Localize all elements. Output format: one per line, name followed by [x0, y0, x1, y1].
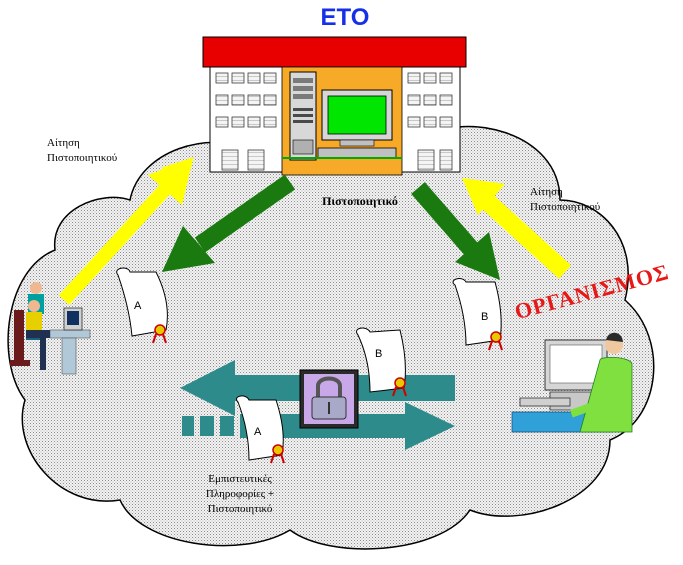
- eto-building: [202, 36, 467, 176]
- cloud-network: [7, 113, 655, 550]
- certificate-scroll-right: [452, 278, 503, 351]
- users-at-computer-icon: [10, 282, 91, 375]
- padlock-icon: [299, 369, 359, 429]
- certificate-label: Πιστοποιητικό: [322, 194, 398, 208]
- scroll-letter-right: B: [481, 311, 489, 323]
- scroll-letter-left: A: [134, 300, 142, 312]
- certificate-arrow-left: [162, 174, 296, 272]
- request-label-right-line-1: Αίτηση: [530, 186, 563, 198]
- request-label-right-line-2: Πιστοποιητικού: [530, 201, 601, 213]
- request-label-left-line-2: Πιστοποιητικού: [47, 152, 118, 164]
- trusted-info-line-1: Εμπιστευτικές: [208, 473, 272, 485]
- request-label-right: Αίτηση Πιστοποιητικού: [530, 185, 630, 215]
- certificate-arrow-right: [411, 182, 500, 280]
- request-label-left: Αίτηση Πιστοποιητικού: [47, 136, 147, 166]
- trusted-info-label: Εμπιστευτικές Πληροφορίες + Πιστοποιητικ…: [180, 472, 300, 517]
- certificate-scroll-middle-b: [356, 327, 407, 397]
- scroll-letter-middle-a: A: [254, 426, 262, 438]
- scroll-letter-middle-b: B: [375, 348, 383, 360]
- certificate-scroll-middle-a: [236, 395, 285, 464]
- request-arrow-left: [58, 157, 194, 305]
- request-arrow-right: [462, 178, 572, 279]
- user-at-computer-icon: [511, 332, 633, 433]
- trusted-info-line-3: Πιστοποιητικό: [207, 503, 273, 515]
- eto-title: ΕΤΟ: [320, 4, 370, 31]
- trusted-info-line-2: Πληροφορίες +: [205, 488, 275, 500]
- certificate-scroll-left: [116, 267, 168, 344]
- request-label-left-line-1: Αίτηση: [47, 137, 80, 149]
